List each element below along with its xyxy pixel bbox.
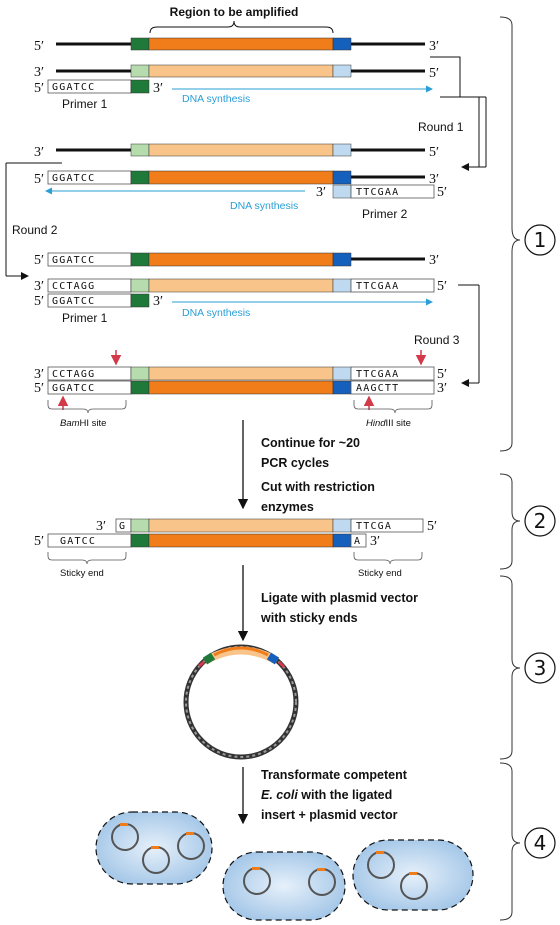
template-strand-2: 3′ 5′ xyxy=(34,64,439,81)
svg-text:5′: 5′ xyxy=(34,39,44,54)
svg-text:TTCGAA: TTCGAA xyxy=(356,187,399,198)
template-strand-1: 5′ 3′ xyxy=(34,37,439,54)
sticky-end-left-label: Sticky end xyxy=(60,568,104,579)
svg-text:GGATCC: GGATCC xyxy=(52,383,95,394)
stage-2-number: 2 xyxy=(534,509,547,533)
svg-text:CCTAGG: CCTAGG xyxy=(52,281,95,292)
svg-text:5′: 5′ xyxy=(34,81,44,96)
svg-text:5′: 5′ xyxy=(429,145,439,160)
sticky-end-left-brace xyxy=(47,552,127,565)
step-transform-line-1: Transformate competent xyxy=(261,768,408,782)
svg-text:5′: 5′ xyxy=(437,279,447,294)
stage-4-circle xyxy=(524,827,556,859)
stage-3-number: 3 xyxy=(534,656,547,680)
primer-2-strand: 3′ TTCGAA 5′ xyxy=(316,184,447,200)
round2-primer1-strand: 5′ GGATCC 3′ xyxy=(34,293,163,309)
svg-text:3′: 3′ xyxy=(316,185,326,200)
primer-2-label: Primer 2 xyxy=(362,207,408,221)
svg-text:TTCGAA: TTCGAA xyxy=(356,369,399,380)
step-ligate-line-1: Ligate with plasmid vector xyxy=(261,591,418,605)
primer-1-strand: 5′ GGATCC 3′ xyxy=(34,79,163,96)
svg-text:GGATCC: GGATCC xyxy=(52,173,95,184)
svg-text:5′: 5′ xyxy=(34,381,44,396)
primer-1-label: Primer 1 xyxy=(62,97,108,111)
svg-text:G: G xyxy=(119,521,126,532)
hindiii-site-label: HindIII site xyxy=(366,418,411,429)
step-pcr-line-3: Cut with restriction xyxy=(261,480,375,494)
stage-3-circle xyxy=(524,652,556,684)
sticky-fragment-top: 3′ G TTCGA 5′ xyxy=(96,518,437,534)
svg-text:3′: 3′ xyxy=(153,81,163,96)
svg-text:GGATCC: GGATCC xyxy=(52,296,95,307)
stage-1-bracket xyxy=(499,16,521,452)
svg-text:GGATCC: GGATCC xyxy=(52,82,95,93)
ecoli-cell-1 xyxy=(95,811,213,885)
step-pcr-line-1: Continue for ~20 xyxy=(261,436,360,450)
step-ligate-line-2: with sticky ends xyxy=(260,611,358,625)
svg-text:3′: 3′ xyxy=(370,534,380,549)
ecoli-cell-2 xyxy=(222,851,346,921)
round-3-label: Round 3 xyxy=(414,333,460,347)
round1-strand-top: 3′ 5′ xyxy=(34,143,439,160)
svg-text:5′: 5′ xyxy=(429,66,439,81)
bamhi-site-label: BamHI site xyxy=(60,418,106,429)
svg-text:3′: 3′ xyxy=(34,367,44,382)
step-pcr-line-2: PCR cycles xyxy=(261,456,329,470)
svg-text:5′: 5′ xyxy=(34,294,44,309)
svg-text:5′: 5′ xyxy=(437,367,447,382)
product-strand-top: 3′ CCTAGG TTCGAA 5′ xyxy=(34,366,447,382)
svg-text:3′: 3′ xyxy=(153,294,163,309)
svg-text:5′: 5′ xyxy=(427,519,437,534)
svg-text:CCTAGG: CCTAGG xyxy=(52,369,95,380)
round1-strand-mid: 5′ GGATCC 3′ xyxy=(34,170,439,187)
stage-2-circle xyxy=(524,505,556,537)
svg-text:GGATCC: GGATCC xyxy=(52,255,95,266)
svg-text:5′: 5′ xyxy=(437,185,447,200)
svg-text:3′: 3′ xyxy=(96,519,106,534)
svg-text:A: A xyxy=(354,536,361,547)
svg-text:3′: 3′ xyxy=(437,381,447,396)
svg-text:3′: 3′ xyxy=(429,253,439,268)
step-transform-line-2: E. coli with the ligated xyxy=(261,788,392,802)
step-pcr-line-4: enzymes xyxy=(261,500,314,514)
svg-text:3′: 3′ xyxy=(429,39,439,54)
step-transform-line-3: insert + plasmid vector xyxy=(261,808,398,822)
stage-4-bracket xyxy=(499,762,521,921)
synthesis-label-1: DNA synthesis xyxy=(182,93,250,105)
svg-text:5′: 5′ xyxy=(34,253,44,268)
svg-text:3′: 3′ xyxy=(34,145,44,160)
svg-text:AAGCTT: AAGCTT xyxy=(356,383,399,394)
bamhi-brace xyxy=(47,400,127,414)
sticky-end-right-label: Sticky end xyxy=(358,568,402,579)
svg-text:TTCGAA: TTCGAA xyxy=(356,281,399,292)
svg-text:TTCGA: TTCGA xyxy=(356,521,392,532)
region-title: Region to be amplified xyxy=(170,5,299,19)
stage-1-circle xyxy=(524,224,556,256)
product-strand-bottom: 5′ GGATCC AAGCTT 3′ xyxy=(34,380,447,396)
round-1-label: Round 1 xyxy=(418,120,464,134)
stage-4-number: 4 xyxy=(534,831,547,855)
region-brace xyxy=(149,20,334,34)
round2-strand-top: 5′ GGATCC 3′ xyxy=(34,252,439,268)
svg-text:5′: 5′ xyxy=(34,534,44,549)
svg-text:5′: 5′ xyxy=(34,172,44,187)
plasmid-vector xyxy=(183,644,299,760)
synthesis-label-2: DNA synthesis xyxy=(230,200,298,212)
svg-text:3′: 3′ xyxy=(34,65,44,80)
stage-3-bracket xyxy=(499,575,521,760)
round2-strand-mid: 3′ CCTAGG TTCGAA 5′ xyxy=(34,278,447,294)
svg-text:3′: 3′ xyxy=(34,279,44,294)
svg-text:3′: 3′ xyxy=(429,172,439,187)
synthesis-label-3: DNA synthesis xyxy=(182,307,250,319)
stage-1-number: 1 xyxy=(534,228,547,252)
primer-1-label-2: Primer 1 xyxy=(62,311,108,325)
ecoli-cell-3 xyxy=(352,839,474,911)
stage-2-bracket xyxy=(499,473,521,570)
round-2-label: Round 2 xyxy=(12,223,58,237)
hindiii-brace xyxy=(353,400,433,414)
sticky-fragment-bottom: 5′ GATCC A 3′ xyxy=(34,533,380,549)
sticky-end-right-brace xyxy=(353,552,423,565)
svg-text:GATCC: GATCC xyxy=(60,536,96,547)
